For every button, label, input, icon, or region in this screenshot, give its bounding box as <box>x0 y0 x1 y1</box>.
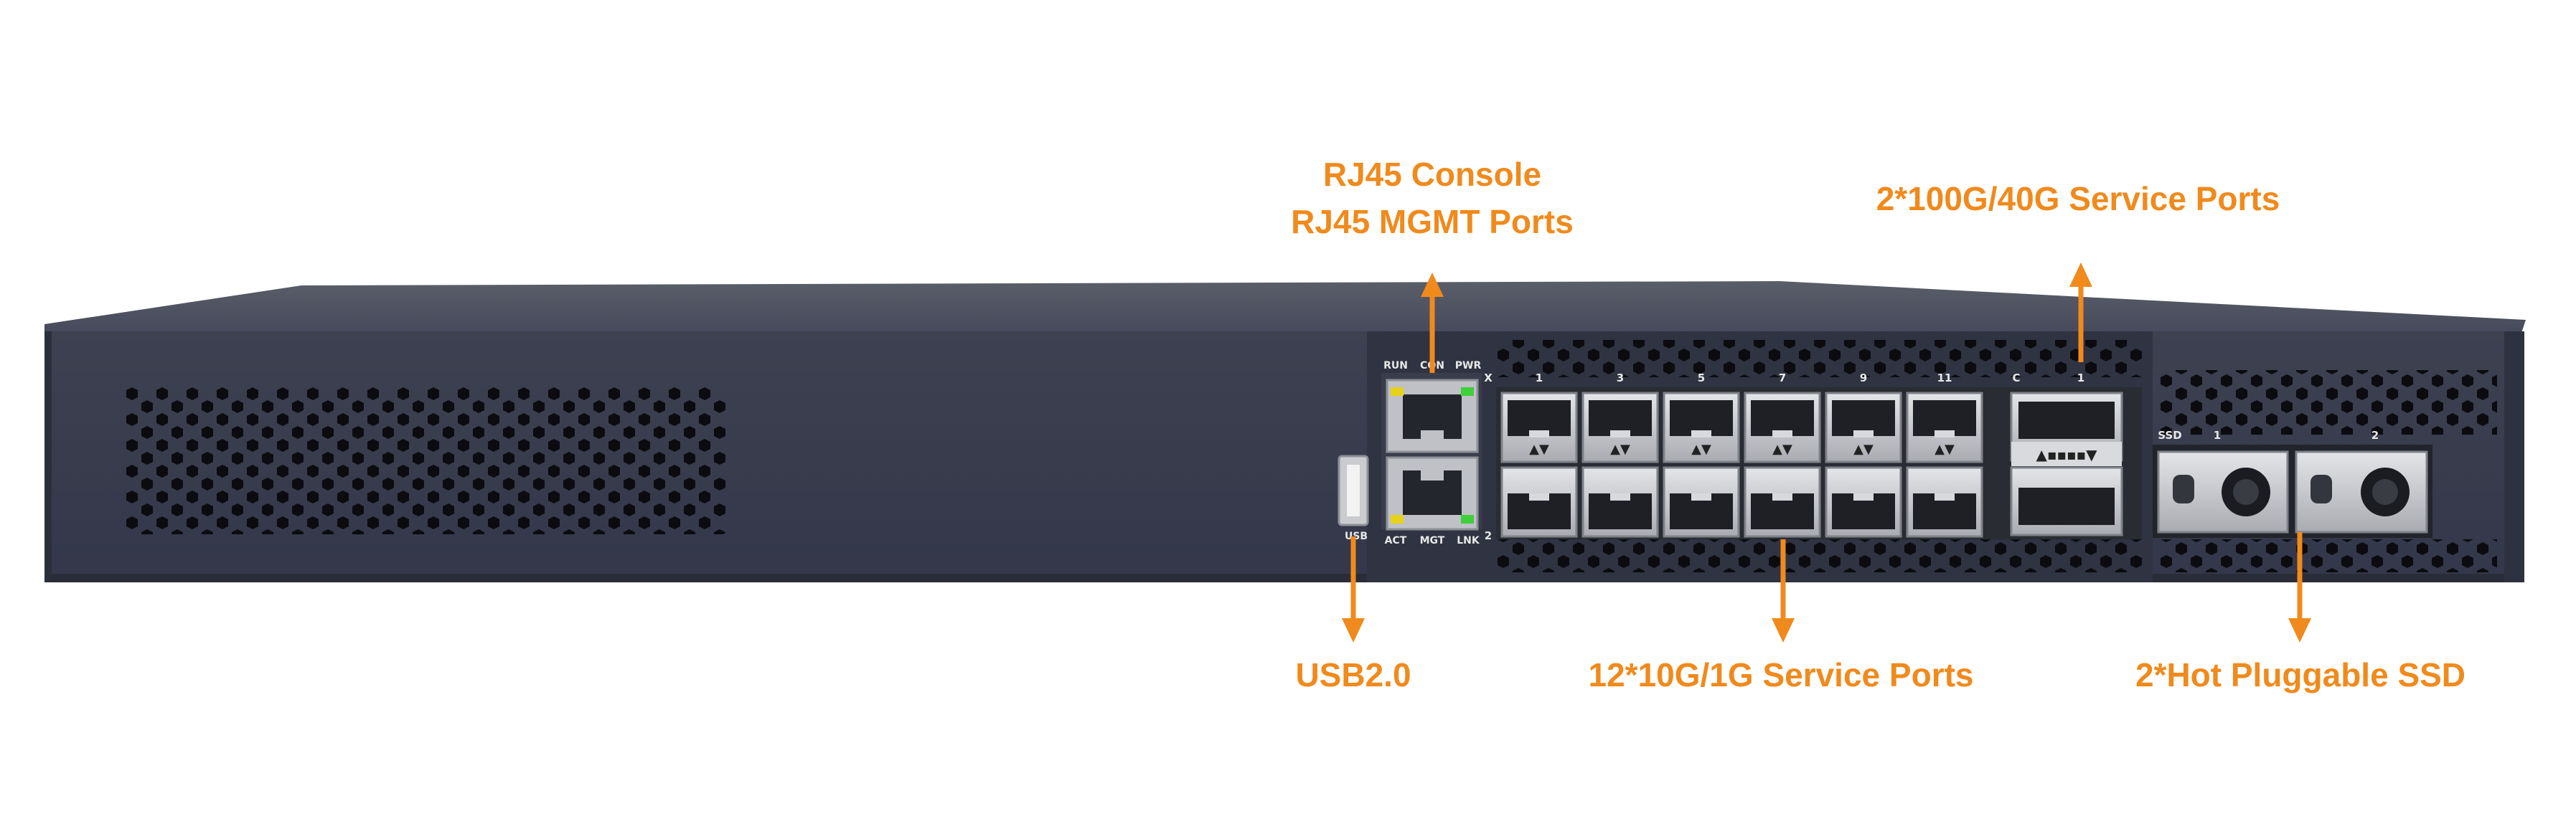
led-label-lnk: LNK <box>1457 535 1480 546</box>
sfp-port-latch <box>1853 430 1874 437</box>
qsfp-port-2-socket <box>2018 488 2115 525</box>
left-vent-grille <box>123 387 728 534</box>
sfp-port-latch <box>1610 430 1630 437</box>
qsfp-number: 1 <box>2077 371 2084 384</box>
sfp-port-latch <box>1935 493 1955 501</box>
sfp-port-latch <box>1529 493 1549 501</box>
lnk-led <box>1461 515 1474 524</box>
sfp-port-socket <box>1913 400 1976 436</box>
usb-port[interactable]: USB <box>1338 455 1369 542</box>
callout-qsfp: 2*100G/40G Service Ports <box>1876 180 2280 217</box>
sfp-column-number: 5 <box>1698 371 1705 384</box>
chassis-right-ear <box>2504 331 2524 582</box>
ssd-label: SSD <box>2158 429 2181 442</box>
led-label-run: RUN <box>1383 360 1408 371</box>
rj45-block: RUN CON PWR ACT MGT LNK <box>1381 360 1482 546</box>
sfp-indicator-arrows: ▲▼ <box>1935 442 1955 457</box>
sfp-port-latch <box>1691 430 1711 437</box>
qsfp-port-1-socket <box>2018 402 2115 439</box>
rj45-console-clip <box>1421 430 1444 440</box>
sfp-bottom-vent <box>1496 539 2142 572</box>
sfp-column-number: 3 <box>1617 371 1624 384</box>
sfp-port-latch <box>1772 430 1792 437</box>
callout-usb: USB2.0 <box>1295 656 1411 694</box>
ssd-slot-2-knob-cap <box>2372 479 2398 505</box>
callout-arrows <box>1342 262 2311 643</box>
sfp-column-number: 7 <box>1779 371 1786 384</box>
ssd-bottom-vent <box>2160 539 2497 572</box>
arrow-sfp-head <box>1772 618 1795 643</box>
sfp-indicator-arrows: ▲▼ <box>1853 442 1874 457</box>
sfp-port-socket <box>1670 400 1733 436</box>
ssd-slot-1-knob-cap <box>2233 479 2259 505</box>
pwr-led <box>1461 387 1474 396</box>
sfp-port-socket <box>1508 400 1571 436</box>
qsfp-port-cage: ▲▪▪▪▪▼ <box>2006 387 2128 539</box>
port-bottom-marker: 2 <box>1485 529 1492 542</box>
sfp-top-vent <box>1496 340 2142 377</box>
ssd-slot-2-grip <box>2311 475 2332 503</box>
callout-console-mgmt: RJ45 Console RJ45 MGMT Ports <box>1291 151 1574 245</box>
sfp-indicator-arrows: ▲▼ <box>1691 442 1711 457</box>
sfp-port-latch <box>1529 430 1549 437</box>
ssd-slot-1[interactable] <box>2157 450 2289 534</box>
callout-mgmt-line: RJ45 MGMT Ports <box>1291 203 1574 240</box>
sfp-port-socket <box>1589 400 1652 436</box>
sfp-indicator-arrows: ▲▼ <box>1529 442 1549 457</box>
sfp-port-socket <box>1751 400 1814 436</box>
rj45-mgmt-clip <box>1421 470 1444 481</box>
usb-slot <box>1347 465 1360 516</box>
sfp-column-number: 9 <box>1860 371 1867 384</box>
sfp-indicator-arrows: ▲▼ <box>1610 442 1630 457</box>
run-led <box>1391 387 1404 396</box>
sfp-port-socket <box>1832 400 1895 436</box>
led-label-act: ACT <box>1385 535 1407 546</box>
ssd-slot-2[interactable] <box>2295 450 2428 534</box>
act-led <box>1391 515 1404 524</box>
callout-ssd: 2*Hot Pluggable SSD <box>2135 656 2466 694</box>
qsfp-group-marker: C <box>2012 371 2020 384</box>
led-label-mgt: MGT <box>1420 535 1445 546</box>
sfp-group-marker: X <box>1484 371 1493 384</box>
sfp-indicator-arrows: ▲▼ <box>1772 442 1792 457</box>
qsfp-indicator-strip <box>2011 442 2122 466</box>
qsfp-indicator-arrows: ▲▪▪▪▪▼ <box>2036 446 2098 463</box>
sfp-port-latch <box>1691 493 1711 501</box>
usb-label: USB <box>1345 531 1368 542</box>
chassis-left-edge <box>44 331 52 582</box>
arrow-usb-head <box>1342 618 1365 643</box>
callout-console-line: RJ45 Console <box>1322 156 1542 193</box>
arrow-qsfp-head <box>2069 262 2092 287</box>
chassis-top <box>44 281 2526 337</box>
sfp-column-number: 1 <box>1536 371 1543 384</box>
ssd-slot-1-grip <box>2173 475 2194 503</box>
ssd-slot-2-number: 2 <box>2371 429 2379 442</box>
led-label-pwr: PWR <box>1455 360 1482 371</box>
ssd-bays: SSD 1 2 <box>2153 429 2432 538</box>
sfp-port-latch <box>1935 430 1955 437</box>
sfp-port-latch <box>1772 493 1792 501</box>
ssd-slot-1-number: 1 <box>2214 429 2221 442</box>
sfp-port-latch <box>1853 493 1874 501</box>
sfp-port-latch <box>1610 493 1630 501</box>
arrow-ssd-head <box>2288 618 2311 643</box>
callout-sfp: 12*10G/1G Service Ports <box>1588 656 1974 694</box>
sfp-column-number: 11 <box>1937 371 1952 384</box>
arrow-console-head <box>1421 273 1444 297</box>
ssd-top-vent <box>2160 370 2497 435</box>
